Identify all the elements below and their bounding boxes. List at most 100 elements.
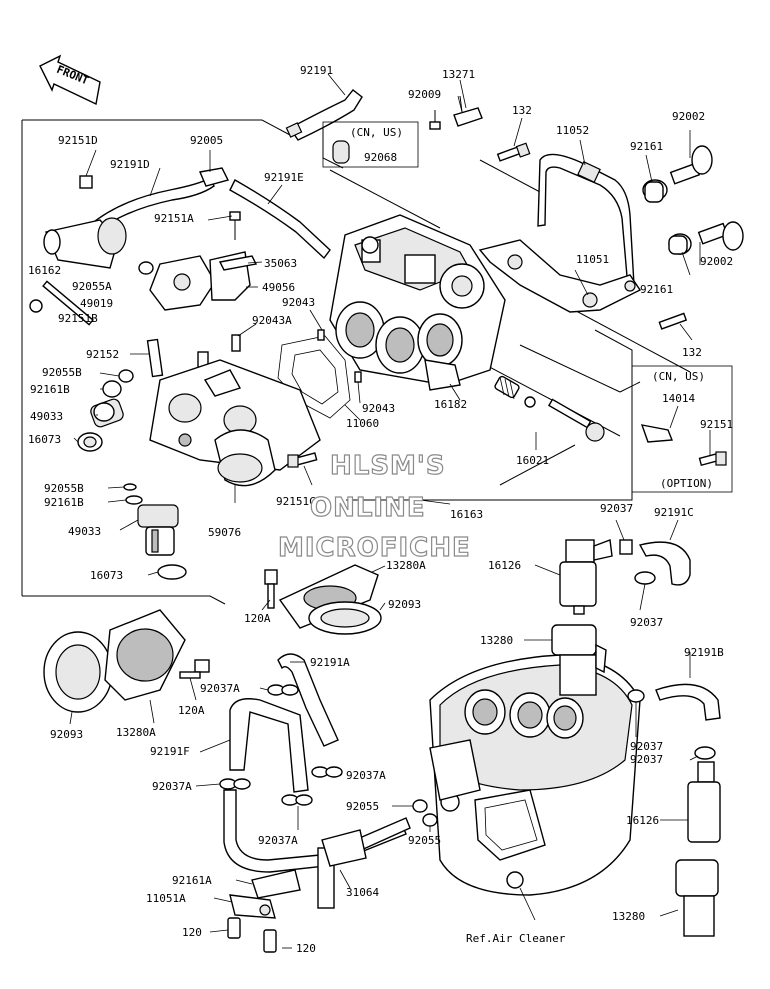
label-92161-b: 92161 [640,283,673,296]
holder-13280-a [551,624,607,696]
screw-16021 [494,375,605,442]
label-92037A-c: 92037A [346,769,386,782]
label-92151B: 92151B [58,312,98,325]
label-16021: 16021 [516,454,549,467]
label-92093-a: 92093 [388,598,421,611]
bracket-11051 [478,239,642,313]
hose-92191C [638,541,691,586]
oring-92055B-a [118,369,134,383]
watermark: HLSM'S ONLINE MICROFICHE [277,450,470,563]
intake-manifold [149,359,321,471]
clamp-92037A-d [281,794,313,806]
label-13280A-b: 13280A [116,726,156,739]
clamp-92037A-c [311,766,343,778]
label-16073-a: 16073 [28,433,61,446]
label-92191E: 92191E [264,171,304,184]
ring-92161B-b [125,495,143,505]
label-92037-a: 92037 [600,502,633,515]
cn-us-box-top: (CN, US) [322,121,419,168]
label-11052: 11052 [556,124,589,137]
label-120-a: 120 [182,926,202,939]
label-11051: 11051 [576,253,609,266]
bolt-132-top [496,142,531,162]
bolt-92151C [287,452,318,468]
label-92043A: 92043A [252,314,292,327]
hose-92191E [229,179,331,260]
clamp-92037-b [634,571,656,585]
air-cleaner-base [429,654,641,896]
ref-air-cleaner-label: Ref.Air Cleaner [466,932,566,945]
label-92161B-b: 92161B [44,496,84,509]
label-132-b: 132 [682,346,702,359]
label-14014: 14014 [662,392,695,405]
label-13280-b: 13280 [612,910,645,923]
sensor-16126-b [687,761,721,843]
option-box: (CN, US) (OPTION) [631,365,733,493]
label-92093-b: 92093 [50,728,83,741]
clamp-92037-d [694,746,716,760]
label-13280-a: 13280 [480,634,513,647]
oring-92055B-b [123,483,137,491]
bolt-120A-a [264,569,278,609]
sensor-16126-a [559,539,613,615]
label-92191C: 92191C [654,506,694,519]
option-label: (OPTION) [660,477,713,490]
hose-92191B [655,683,721,721]
label-92191F: 92191F [150,745,190,758]
holder-13280A-b [104,609,186,701]
pipe-31064 [223,789,411,909]
bolt-120A-b [179,659,210,679]
label-49033-a: 49033 [30,410,63,423]
label-16073-b: 16073 [90,569,123,582]
injector-49033-b [137,504,179,556]
hose-92191 [285,89,363,141]
part-labels: 92191 13271 92009 132 11052 92002 92068 … [28,64,733,955]
label-49056: 49056 [262,281,295,294]
bolt-92009 [429,110,441,130]
hose-92191D [89,177,215,233]
label-92191B: 92191B [684,646,724,659]
oring-92055A [138,261,154,275]
throttle-body [329,214,506,391]
stud-92002-b [697,221,744,251]
label-16182: 16182 [434,398,467,411]
seal-92093-b [43,631,113,713]
label-92161A: 92161A [172,874,212,887]
label-92055B-a: 92055B [42,366,82,379]
label-92002-b: 92002 [700,255,733,268]
cn-us-label-top: (CN, US) [350,126,403,139]
watermark-line-2: ONLINE [310,493,426,523]
label-16126-b: 16126 [626,814,659,827]
label-92055-a: 92055 [346,800,379,813]
front-arrow-icon: FRONT [39,54,101,106]
label-35063: 35063 [264,257,297,270]
seal-16073-b [157,564,187,580]
label-92151D: 92151D [58,134,98,147]
label-92151A: 92151A [154,212,194,225]
ring-92161B-a [102,380,122,398]
bolt-120-b [263,929,277,953]
oring-92055-a [412,799,428,813]
hose-92191A [277,653,339,747]
label-92151: 92151 [700,418,733,431]
leader-lines [69,73,711,949]
label-16126-a: 16126 [488,559,521,572]
label-92043-b: 92043 [362,402,395,415]
label-92068: 92068 [364,151,397,164]
label-31064: 31064 [346,886,379,899]
clip-35063 [218,255,258,271]
label-49019: 49019 [80,297,113,310]
bolt-120-a [227,917,241,939]
clamp-92037A-b [219,778,251,790]
gasket-11060 [277,335,351,419]
oring-92055-b [422,813,438,827]
label-92152: 92152 [86,348,119,361]
label-92037A-b: 92037A [152,780,192,793]
label-120A-a: 120A [244,612,271,625]
label-92037-c: 92037 [630,740,663,753]
regulator-16162 [43,217,127,269]
label-92191A: 92191A [310,656,350,669]
label-59076: 59076 [208,526,241,539]
